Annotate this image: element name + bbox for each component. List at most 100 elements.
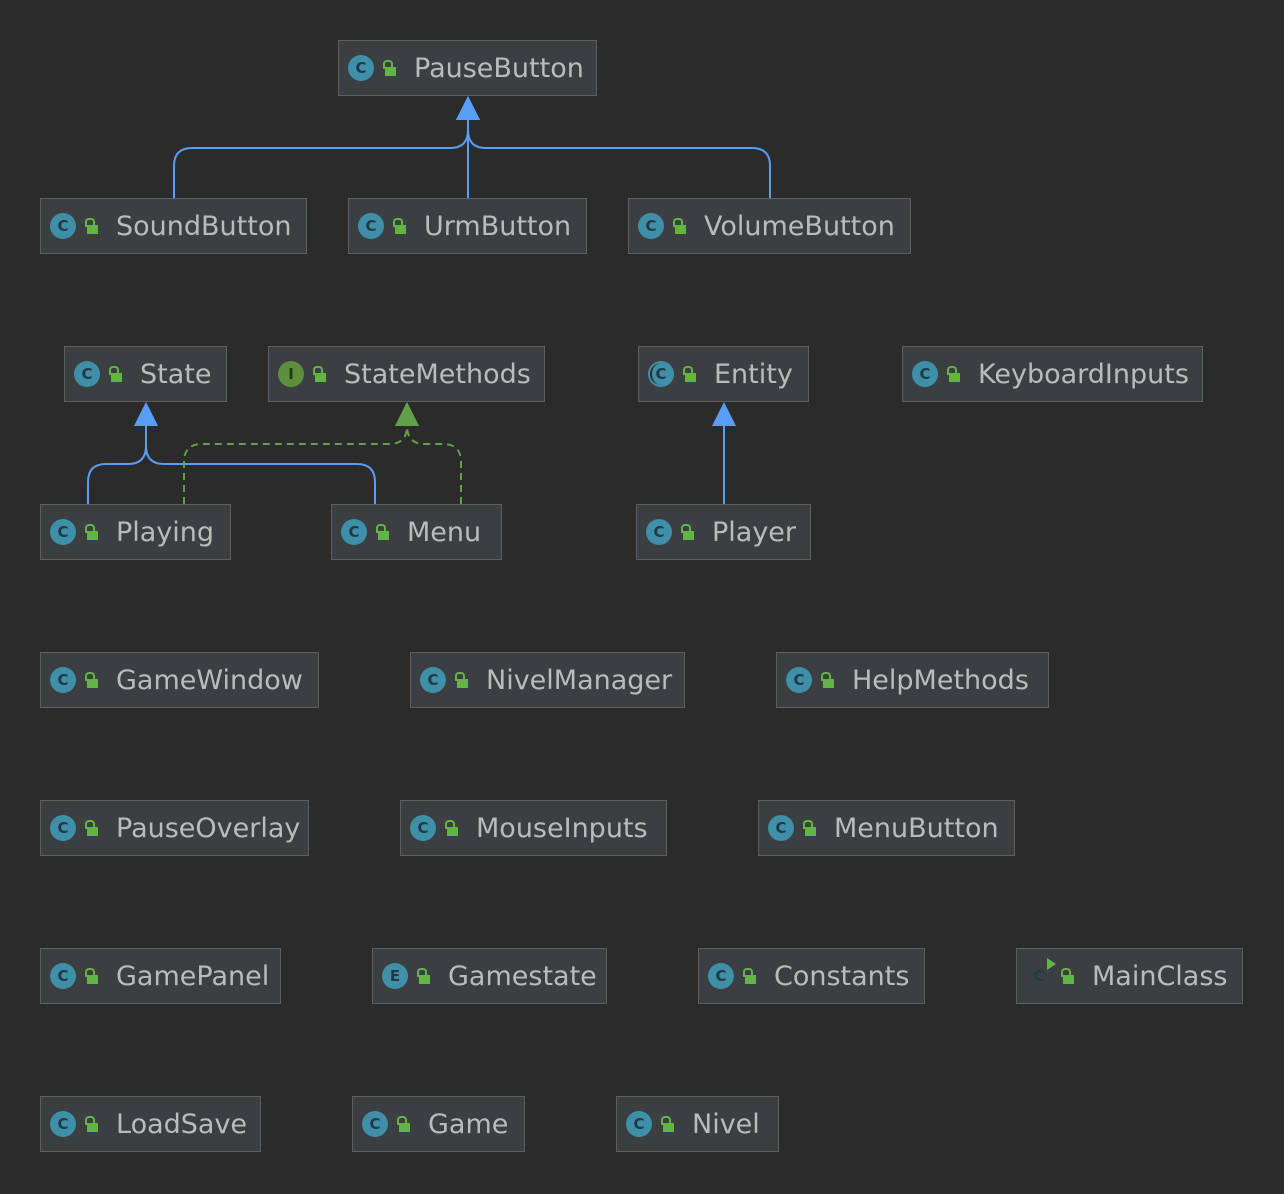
- class-node-pause-button[interactable]: C PauseButton: [338, 40, 597, 96]
- public-visibility-icon: [802, 820, 816, 836]
- class-node-game-window[interactable]: C GameWindow: [40, 652, 319, 708]
- class-node-entity[interactable]: C Entity: [638, 346, 809, 402]
- class-icon: C: [362, 1111, 388, 1137]
- class-node-gamestate[interactable]: E Gamestate: [372, 948, 607, 1004]
- public-visibility-icon: [660, 1116, 674, 1132]
- class-node-game[interactable]: C Game: [352, 1096, 525, 1152]
- class-icon: C: [50, 963, 76, 989]
- public-visibility-icon: [84, 218, 98, 234]
- class-node-state[interactable]: C State: [64, 346, 227, 402]
- implements-arrowhead: [395, 402, 419, 426]
- public-visibility-icon: [682, 366, 696, 382]
- class-icon: C: [626, 1111, 652, 1137]
- class-icon: C: [708, 963, 734, 989]
- public-visibility-icon: [84, 524, 98, 540]
- class-node-volume-button[interactable]: C VolumeButton: [628, 198, 911, 254]
- public-visibility-icon: [375, 524, 389, 540]
- implements-edge-playing-to-state-methods: [183, 406, 408, 504]
- class-name-label: Game: [428, 1108, 509, 1140]
- class-icon: C: [74, 361, 100, 387]
- public-visibility-icon: [742, 968, 756, 984]
- public-visibility-icon: [392, 218, 406, 234]
- extends-edge-playing-to-state: [87, 406, 147, 504]
- class-icon: C: [50, 1111, 76, 1137]
- extends-arrowhead: [134, 402, 158, 426]
- class-name-label: Entity: [714, 358, 793, 390]
- interface-icon: I: [278, 361, 304, 387]
- class-name-label: GamePanel: [116, 960, 270, 992]
- public-visibility-icon: [312, 366, 326, 382]
- class-name-label: HelpMethods: [852, 664, 1029, 696]
- public-visibility-icon: [108, 366, 122, 382]
- extends-edge-volume-button-to-pause-button: [467, 100, 771, 198]
- class-name-label: Constants: [774, 960, 910, 992]
- class-icon: C: [912, 361, 938, 387]
- public-visibility-icon: [672, 218, 686, 234]
- class-node-playing[interactable]: C Playing: [40, 504, 231, 560]
- class-node-state-methods[interactable]: I StateMethods: [268, 346, 545, 402]
- public-visibility-icon: [84, 820, 98, 836]
- extends-arrowhead: [712, 402, 736, 426]
- extends-edge-menu-to-state: [145, 406, 376, 504]
- class-node-help-methods[interactable]: C HelpMethods: [776, 652, 1049, 708]
- class-node-game-panel[interactable]: C GamePanel: [40, 948, 281, 1004]
- class-node-main-class[interactable]: C MainClass: [1016, 948, 1243, 1004]
- abstract-class-icon: C: [648, 361, 674, 387]
- public-visibility-icon: [946, 366, 960, 382]
- class-name-label: PauseOverlay: [116, 812, 301, 844]
- public-visibility-icon: [454, 672, 468, 688]
- public-visibility-icon: [444, 820, 458, 836]
- class-name-label: PauseButton: [414, 52, 584, 84]
- class-icon: C: [50, 667, 76, 693]
- extends-arrowhead: [456, 96, 480, 120]
- public-visibility-icon: [382, 60, 396, 76]
- class-icon: C: [348, 55, 374, 81]
- class-name-label: LoadSave: [116, 1108, 248, 1140]
- enum-icon: E: [382, 963, 408, 989]
- extends-arrowhead: [134, 402, 158, 426]
- run-marker-icon: [1047, 958, 1056, 970]
- class-name-label: Playing: [116, 516, 215, 548]
- class-name-label: MenuButton: [834, 812, 999, 844]
- class-icon: C: [646, 519, 672, 545]
- class-node-nivel[interactable]: C Nivel: [616, 1096, 779, 1152]
- class-name-label: GameWindow: [116, 664, 303, 696]
- class-name-label: VolumeButton: [704, 210, 895, 242]
- main-class-icon: C: [1026, 958, 1056, 989]
- class-icon: C: [50, 815, 76, 841]
- public-visibility-icon: [416, 968, 430, 984]
- class-node-constants[interactable]: C Constants: [698, 948, 925, 1004]
- class-icon: C: [341, 519, 367, 545]
- class-name-label: Nivel: [692, 1108, 760, 1140]
- class-name-label: MouseInputs: [476, 812, 648, 844]
- class-node-pause-overlay[interactable]: C PauseOverlay: [40, 800, 309, 856]
- class-name-label: Gamestate: [448, 960, 597, 992]
- class-node-menu[interactable]: C Menu: [331, 504, 502, 560]
- class-icon: C: [638, 213, 664, 239]
- class-name-label: Menu: [407, 516, 482, 548]
- class-name-label: StateMethods: [344, 358, 531, 390]
- class-icon: C: [410, 815, 436, 841]
- class-name-label: KeyboardInputs: [978, 358, 1189, 390]
- public-visibility-icon: [84, 1116, 98, 1132]
- class-node-mouse-inputs[interactable]: C MouseInputs: [400, 800, 667, 856]
- class-node-keyboard-inputs[interactable]: C KeyboardInputs: [902, 346, 1203, 402]
- class-node-nivel-manager[interactable]: C NivelManager: [410, 652, 685, 708]
- class-icon: C: [420, 667, 446, 693]
- class-name-label: State: [140, 358, 212, 390]
- public-visibility-icon: [396, 1116, 410, 1132]
- class-icon: C: [50, 213, 76, 239]
- class-icon: C: [786, 667, 812, 693]
- class-name-label: NivelManager: [486, 664, 673, 696]
- class-name-label: MainClass: [1092, 960, 1228, 992]
- class-name-label: UrmButton: [424, 210, 572, 242]
- class-icon: C: [50, 519, 76, 545]
- public-visibility-icon: [820, 672, 834, 688]
- public-visibility-icon: [84, 968, 98, 984]
- class-node-load-save[interactable]: C LoadSave: [40, 1096, 261, 1152]
